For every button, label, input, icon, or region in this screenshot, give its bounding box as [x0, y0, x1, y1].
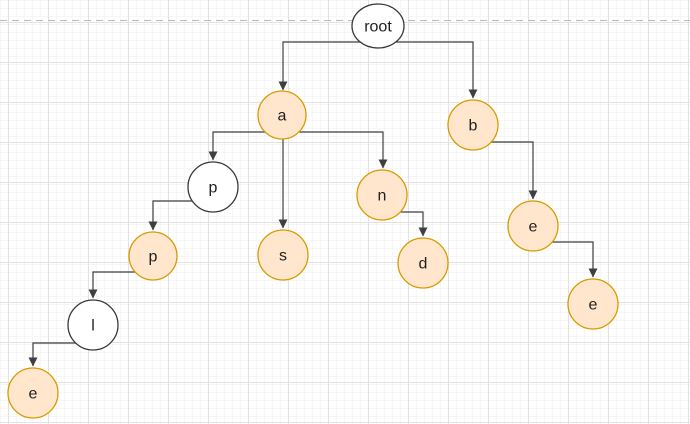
edge-p2-l[interactable] [88, 271, 153, 299]
tree-node-d[interactable]: d [397, 237, 449, 289]
node-label: e [589, 297, 598, 314]
node-layer: root a b p s n [7, 3, 619, 419]
tree-node-e2[interactable]: e [567, 278, 619, 330]
node-label: a [278, 108, 287, 125]
edge-root-b[interactable] [378, 41, 478, 99]
node-circle [351, 3, 405, 49]
node-label: n [378, 188, 387, 205]
node-circle [67, 299, 119, 351]
node-label: d [419, 256, 428, 273]
node-label: root [364, 19, 392, 36]
node-label: s [279, 248, 287, 265]
tree-node-p2[interactable]: p [128, 231, 178, 281]
node-circle [356, 169, 408, 221]
tree-node-s[interactable]: s [257, 229, 309, 281]
tree-node-a[interactable]: a [257, 90, 307, 140]
tree-node-e1[interactable]: e [507, 200, 559, 252]
tree-node-b[interactable]: b [447, 99, 499, 151]
node-circle [7, 367, 59, 419]
tree-node-e3[interactable]: e [7, 367, 59, 419]
tree-node-l[interactable]: l [67, 299, 119, 351]
node-circle [397, 237, 449, 289]
edge-l-e3[interactable] [28, 342, 93, 367]
node-label: b [469, 118, 478, 135]
edge-b-e1[interactable] [473, 141, 538, 200]
node-label: p [149, 249, 158, 266]
node-circle [447, 99, 499, 151]
node-label: l [91, 318, 95, 335]
node-circle [257, 229, 309, 281]
node-label: e [529, 219, 538, 236]
node-circle [187, 161, 239, 213]
node-label: e [29, 386, 38, 403]
edge-root-a[interactable] [278, 41, 378, 91]
tree-node-p1[interactable]: p [187, 161, 239, 213]
node-circle [567, 278, 619, 330]
node-circle [257, 90, 307, 140]
node-circle [507, 200, 559, 252]
edge-a-p1[interactable] [208, 131, 282, 161]
tree-node-root[interactable]: root [351, 3, 405, 49]
edge-a-n[interactable] [282, 131, 388, 169]
tree-node-n[interactable]: n [356, 169, 408, 221]
node-label: p [209, 180, 218, 197]
node-circle [128, 231, 178, 281]
